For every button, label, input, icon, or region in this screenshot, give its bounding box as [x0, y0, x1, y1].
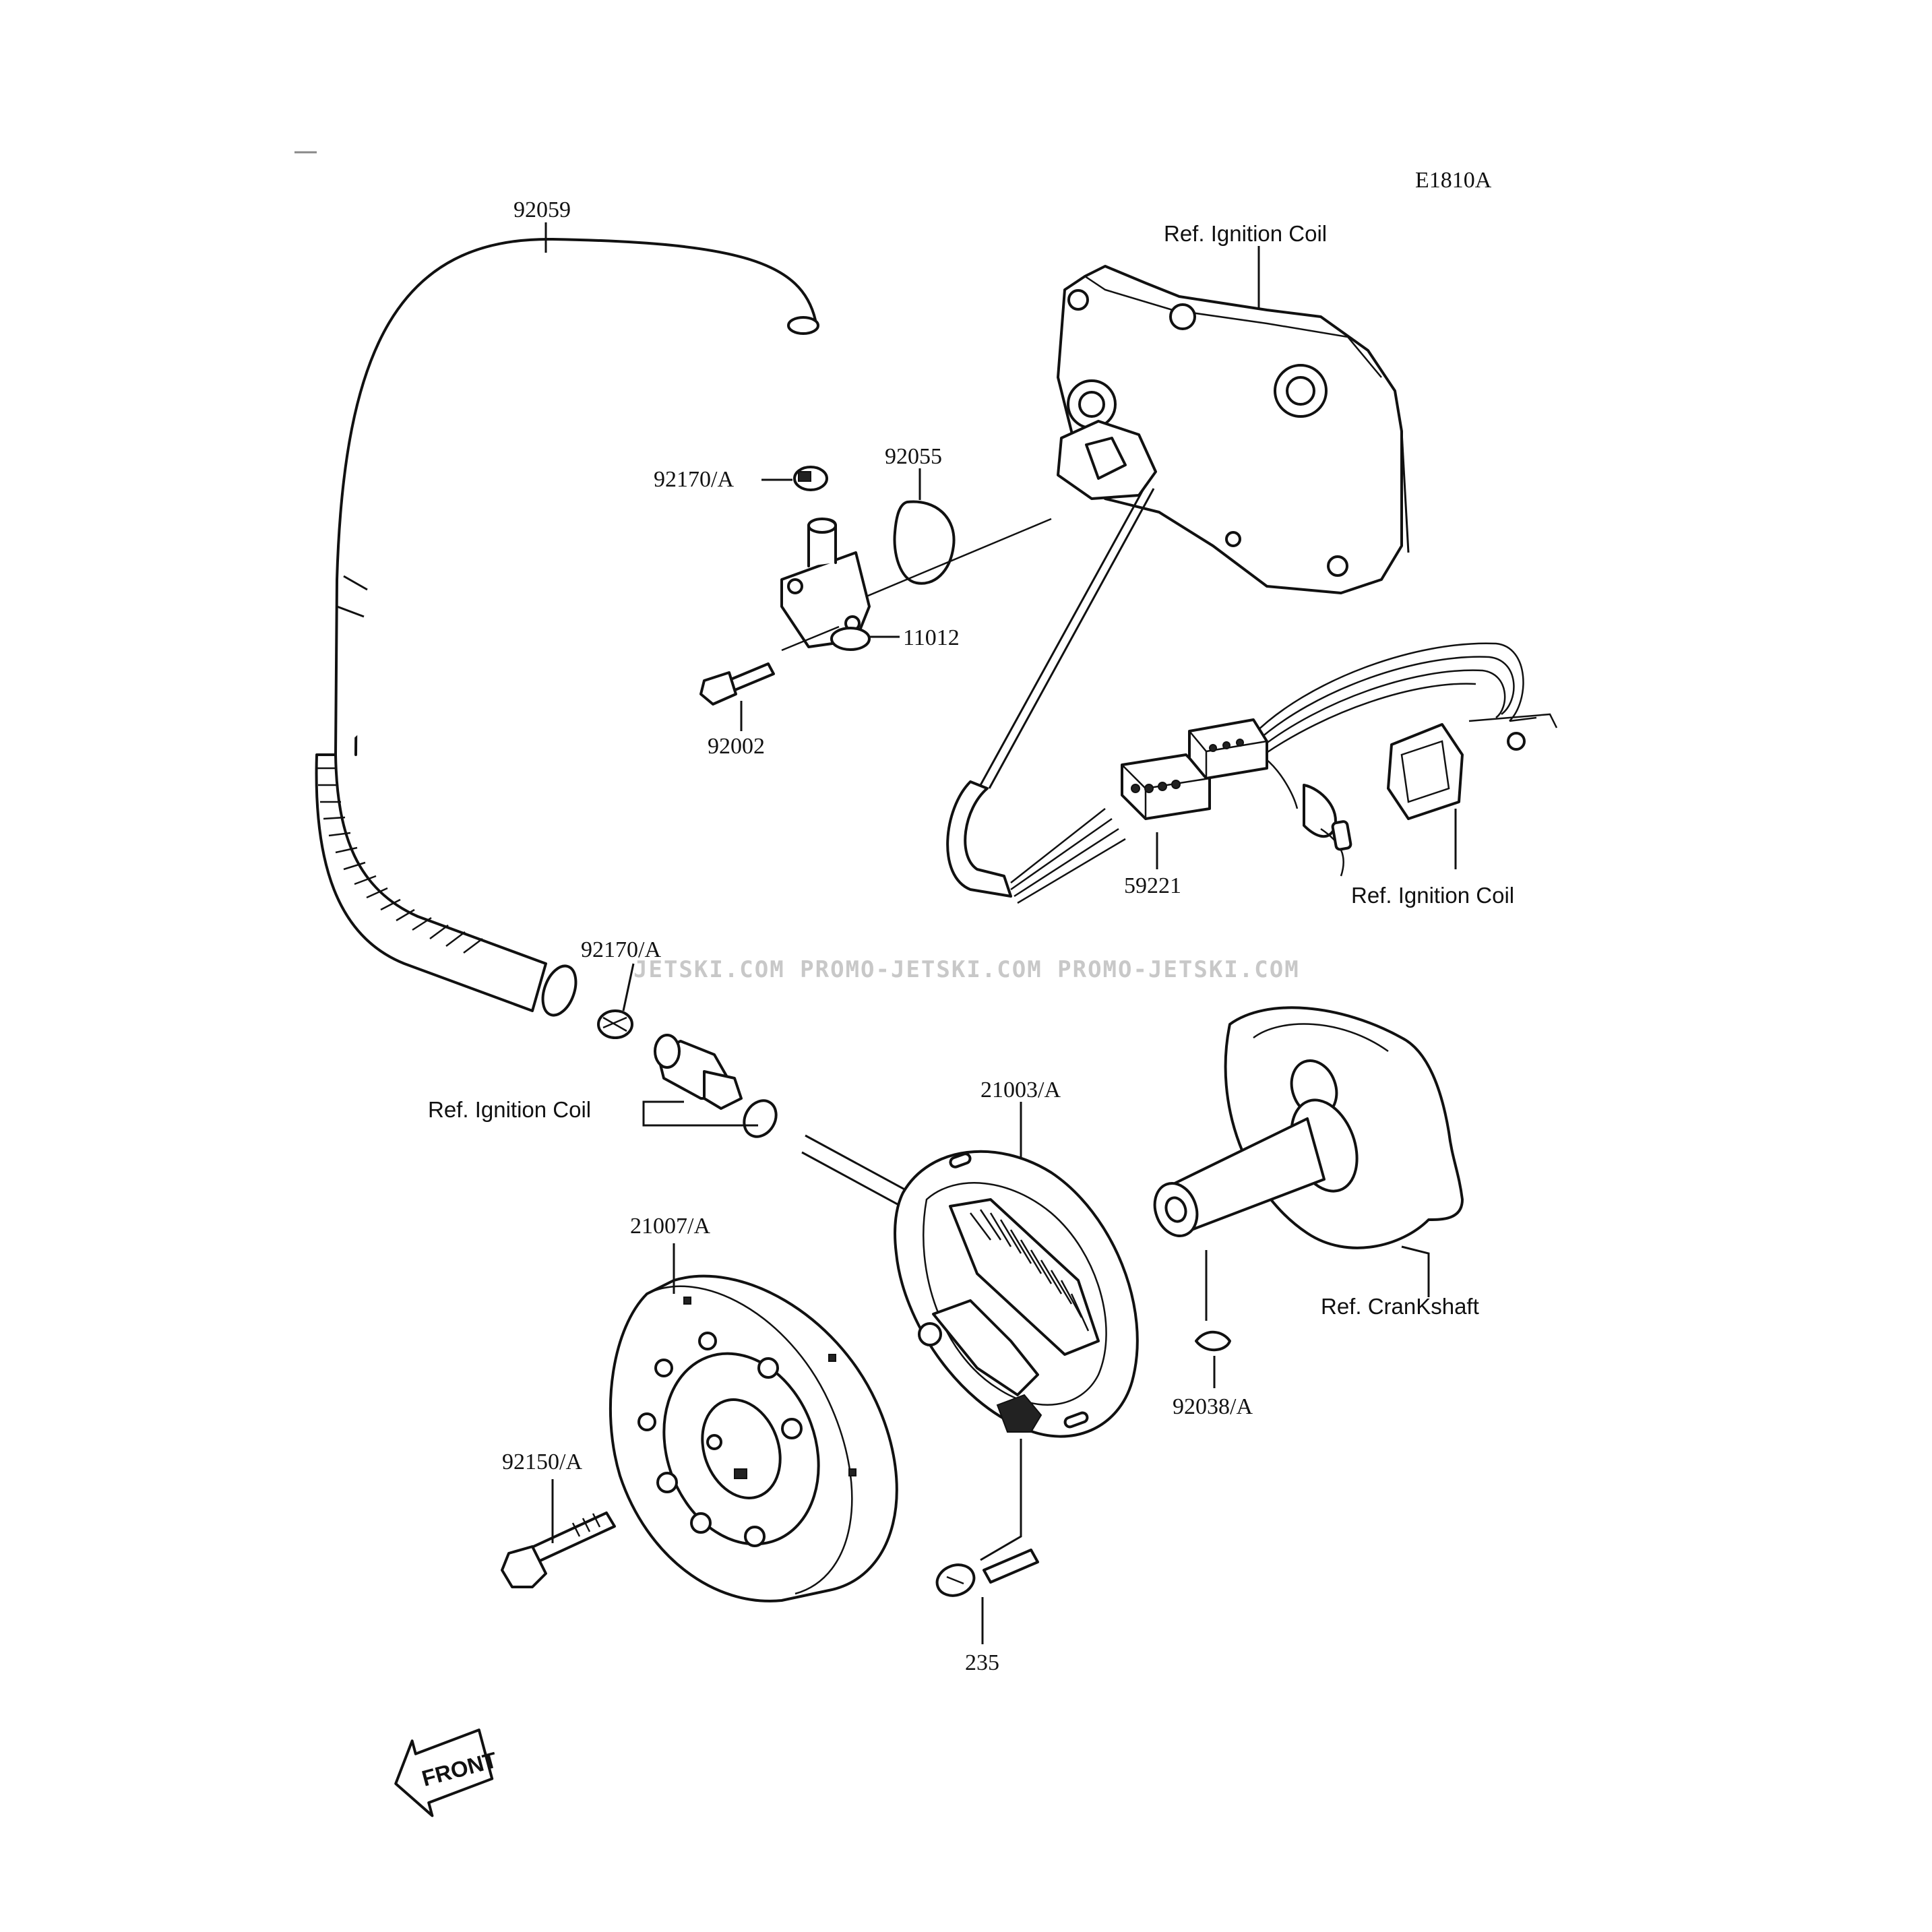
label-92170a-mid: 92170/A	[581, 937, 661, 962]
key-92038a	[1195, 1330, 1231, 1352]
bolt-92150a	[501, 1512, 616, 1588]
label-92002: 92002	[708, 734, 765, 759]
label-coil-ref-right: Ref. Ignition Coil	[1351, 883, 1514, 908]
label-21007a: 21007/A	[630, 1214, 710, 1239]
label-coil-ref-left: Ref. Ignition Coil	[428, 1097, 591, 1122]
clamp-top-92170a	[793, 466, 828, 491]
flywheel-21007a	[609, 1274, 898, 1602]
hose-92059	[315, 237, 819, 1017]
label-21003a: 21003/A	[980, 1078, 1061, 1102]
crankshaft-ref	[1153, 1006, 1464, 1249]
clamp-mid-92170a	[597, 1009, 633, 1039]
label-235: 235	[965, 1650, 999, 1675]
label-crankshaft-ref: Ref. CranKshaft	[1321, 1294, 1479, 1319]
screw-235	[935, 1549, 1039, 1597]
label-11012: 11012	[903, 625, 960, 650]
o-ring-92055	[893, 500, 956, 585]
label-92038a: 92038/A	[1173, 1394, 1253, 1419]
label-59221: 59221	[1124, 873, 1181, 898]
label-92170a-top: 92170/A	[654, 467, 734, 492]
fitting-ignition-coil-ref	[654, 1034, 778, 1138]
label-92150a: 92150/A	[502, 1450, 582, 1474]
bolt-92002	[699, 625, 840, 706]
label-92055: 92055	[885, 444, 942, 469]
watermark: JETSKI.COM PROMO-JETSKI.COM PROMO-JETSKI…	[633, 956, 1300, 983]
front-arrow-icon: FRONT	[394, 1728, 499, 1817]
stator-21003a	[894, 1150, 1139, 1438]
label-coil-ref-top: Ref. Ignition Coil	[1164, 221, 1327, 246]
label-92059: 92059	[513, 197, 571, 222]
diagram-code: E1810A	[1415, 168, 1492, 193]
wire-harness	[946, 485, 1558, 904]
ignition-coil-box	[1057, 265, 1410, 594]
fitting-11012	[780, 518, 871, 651]
